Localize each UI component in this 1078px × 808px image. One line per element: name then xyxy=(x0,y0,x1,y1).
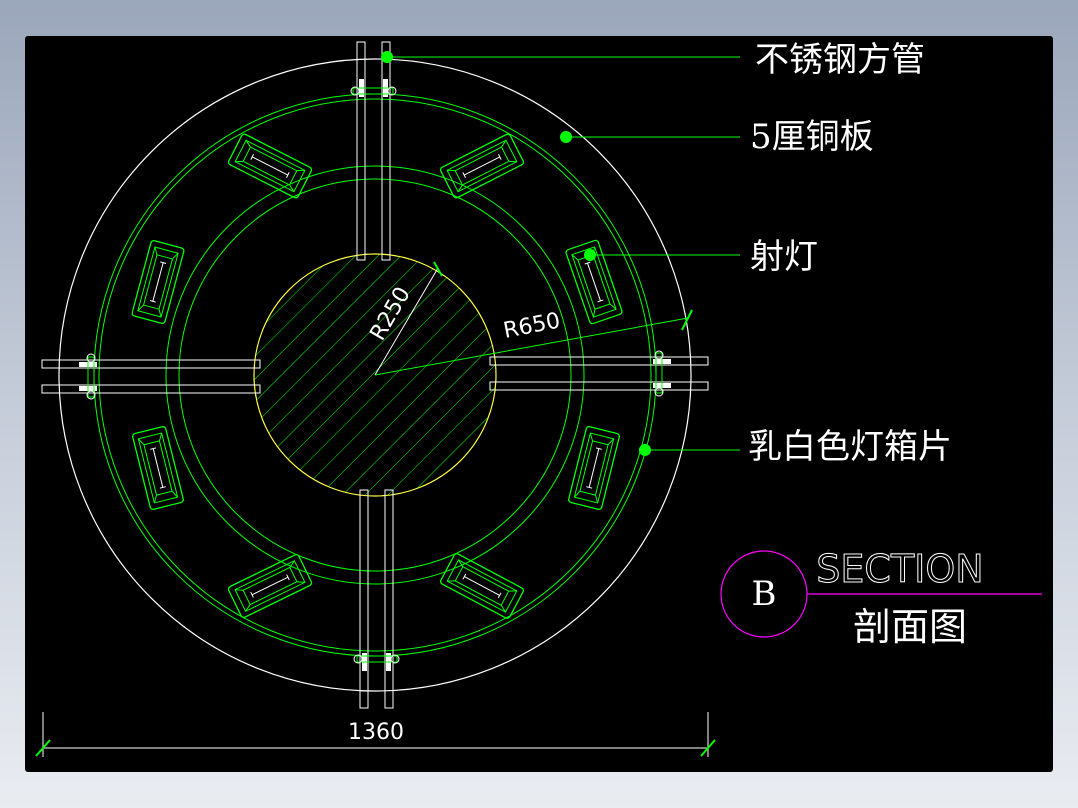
r650-label: R650 xyxy=(501,308,562,343)
frame-ring-inner-2 xyxy=(178,178,572,572)
callout-copper-plate: 5厘铜板 xyxy=(750,117,874,157)
callout-stainless-tube: 不锈钢方管 xyxy=(755,40,925,80)
spotlight-fixture xyxy=(438,132,526,200)
width-dimension: 1360 xyxy=(35,712,716,757)
callout-leaders xyxy=(381,51,740,456)
section-title-cn: 剖面图 xyxy=(853,605,967,649)
callout-spotlight: 射灯 xyxy=(750,237,818,277)
spotlight-fixture xyxy=(567,425,621,511)
frame-ring-outer-2 xyxy=(98,98,652,652)
callout-lightbox-sheet: 乳白色灯箱片 xyxy=(748,427,952,467)
spotlight-fixture xyxy=(226,132,314,200)
section-tag: B SECTION 剖面图 xyxy=(720,547,1042,649)
spotlight-fixture xyxy=(130,239,186,325)
outer-ring xyxy=(58,58,692,692)
spotlight-fixture xyxy=(226,552,314,620)
section-letter: B xyxy=(752,574,777,614)
width-label: 1360 xyxy=(348,720,404,745)
frame-ring-inner xyxy=(165,165,585,585)
section-title-en: SECTION xyxy=(816,547,983,591)
spotlight-fixture xyxy=(438,552,526,620)
